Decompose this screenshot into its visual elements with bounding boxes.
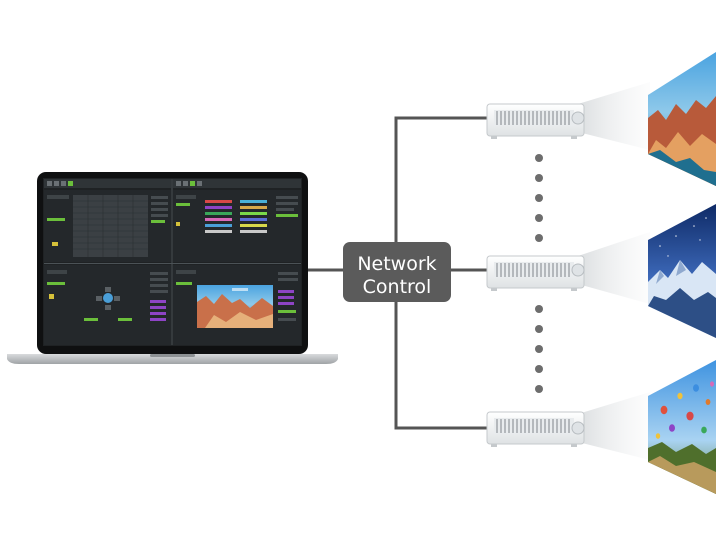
laptop-base [7,354,338,364]
hot-air-balloons-image [648,360,716,494]
hub-label-line2: Control [363,276,432,298]
projector-lens [571,111,585,125]
coastal-cliff-town-image [648,52,716,186]
projector-lens [571,421,585,435]
light-beam [578,232,650,304]
toolbar-buttons [47,181,202,186]
laptop-trackpad-notch [150,354,195,357]
light-beam [578,392,650,460]
lens-control-panel [47,270,168,321]
snowy-mountain-night-image [648,204,716,338]
grid-table [47,195,168,257]
projector-top [486,82,650,150]
panel-top-right [173,190,301,262]
hub-box [343,242,451,302]
screen-toolbar-left [44,179,171,188]
projector-middle [486,232,650,304]
screen-toolbar-right [173,179,301,188]
light-beam [578,82,650,150]
laptop-icon [7,172,338,364]
hub-label-line1: Network [357,253,436,275]
projector-bottom [486,392,650,460]
continuation-dots-lower [535,305,543,393]
image-preview-panel [176,270,298,328]
continuation-dots-upper [535,154,543,242]
color-adjustment-panel [176,195,298,233]
projector-lens [571,263,585,277]
network-control-hub: Network Control [343,242,451,302]
